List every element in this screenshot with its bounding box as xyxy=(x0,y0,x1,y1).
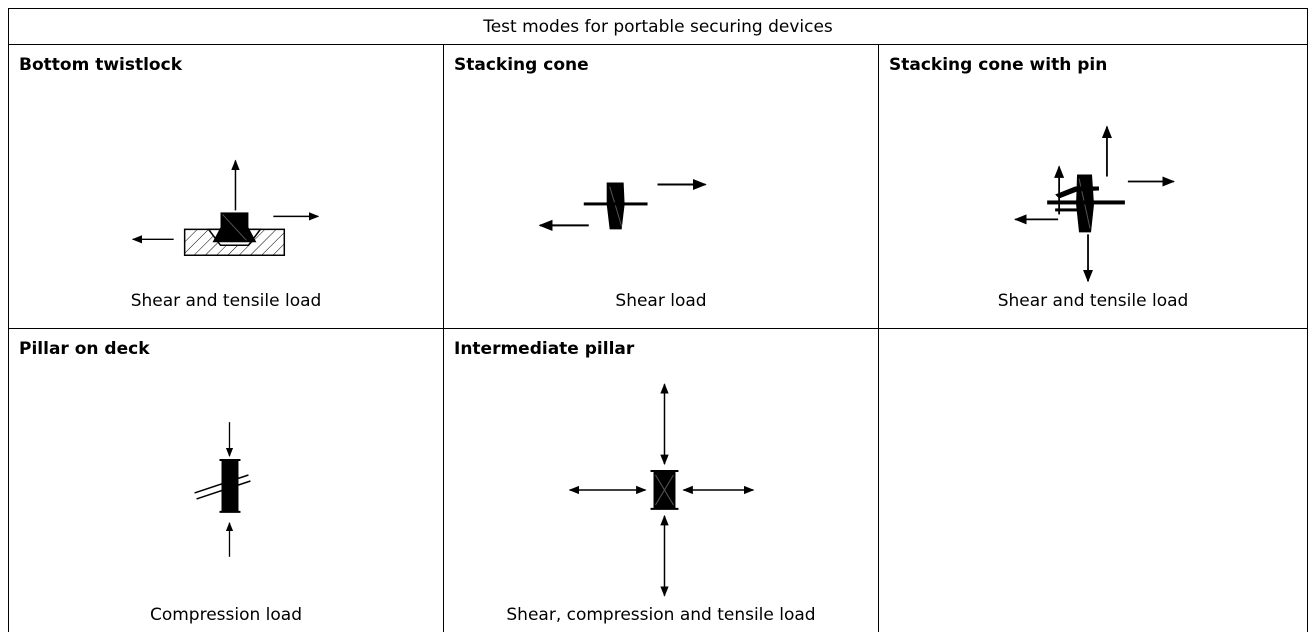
cell-stacking-cone-with-pin: Stacking cone with pin Shear and tensile… xyxy=(879,45,1307,329)
cell-bottom-twistlock: Bottom twistlock Shear and tensile load xyxy=(9,45,444,329)
cell-intermediate-pillar: Intermediate pillar Shear, compression a… xyxy=(444,329,879,632)
intermediate-pillar-diagram xyxy=(568,383,755,597)
cell-caption: Shear, compression and tensile load xyxy=(506,605,816,625)
cell-title: Intermediate pillar xyxy=(454,339,635,359)
cell-empty xyxy=(879,329,1307,632)
bottom-twistlock-diagram xyxy=(131,159,320,257)
cell-title: Stacking cone xyxy=(454,55,589,75)
cell-title: Pillar on deck xyxy=(19,339,150,359)
table-header-text: Test modes for portable securing devices xyxy=(483,16,833,37)
cell-caption: Shear load xyxy=(615,291,707,311)
cell-caption: Shear and tensile load xyxy=(130,291,322,311)
stacking-cone-with-pin-diagram xyxy=(1014,125,1175,283)
test-modes-table: Test modes for portable securing devices… xyxy=(8,8,1308,632)
cell-caption: Shear and tensile load xyxy=(997,291,1189,311)
table-header: Test modes for portable securing devices xyxy=(9,9,1307,45)
cell-pillar-on-deck: Pillar on deck Compression load xyxy=(9,329,444,632)
cell-stacking-cone: Stacking cone Shear load xyxy=(444,45,879,329)
stacking-cone-diagram xyxy=(538,178,707,231)
cell-caption: Compression load xyxy=(149,605,303,625)
cell-title: Stacking cone with pin xyxy=(889,55,1108,75)
pillar-on-deck-diagram xyxy=(194,422,251,557)
table-grid: Bottom twistlock Shear and tensile load … xyxy=(9,45,1307,632)
cell-title: Bottom twistlock xyxy=(19,55,182,75)
